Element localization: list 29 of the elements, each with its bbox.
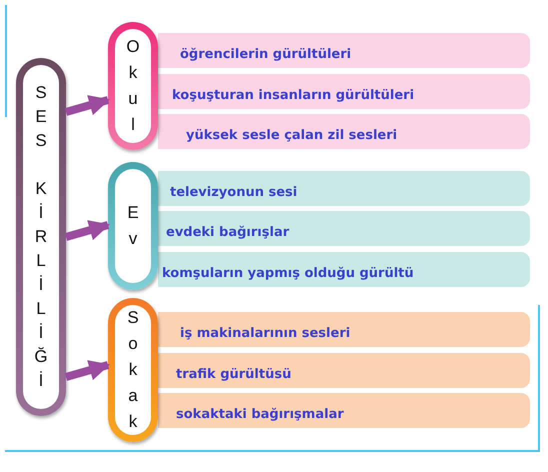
item-text: yüksek sesle çalan zil sesleri [186, 128, 398, 143]
item-bar [158, 353, 530, 388]
item-text: koşuşturan insanların gürültüleri [172, 88, 414, 103]
vertical-label: Ev [127, 202, 139, 250]
arrow [64, 95, 110, 116]
item-bar [158, 393, 530, 428]
rounded-pill [16, 58, 66, 416]
vertical-label: SES KİRLİLİĞİ [34, 82, 48, 392]
item-bar [158, 33, 530, 68]
item-bar [158, 312, 530, 347]
vertical-label: Sokak [127, 307, 139, 433]
item-text: öğrencilerin gürültüleri [180, 47, 352, 62]
item-bar [158, 74, 530, 109]
arrow [64, 360, 110, 381]
arrow [64, 220, 110, 241]
item-bar [158, 171, 530, 206]
item-text: trafik gürültüsü [176, 367, 292, 382]
item-text: televizyonun sesi [170, 185, 298, 200]
item-bar [158, 211, 530, 246]
item-text: iş makinalarının sesleri [180, 326, 350, 341]
item-bar [158, 252, 530, 287]
vertical-label: Okul [126, 36, 140, 136]
item-text: komşuların yapmış olduğu gürültü [162, 266, 414, 281]
item-bar [158, 114, 530, 149]
item-text: sokaktaki bağırışmalar [176, 407, 344, 422]
item-text: evdeki bağırışlar [166, 225, 290, 240]
rounded-pill [108, 22, 158, 150]
rounded-pill [108, 162, 158, 290]
rounded-pill [108, 298, 158, 442]
